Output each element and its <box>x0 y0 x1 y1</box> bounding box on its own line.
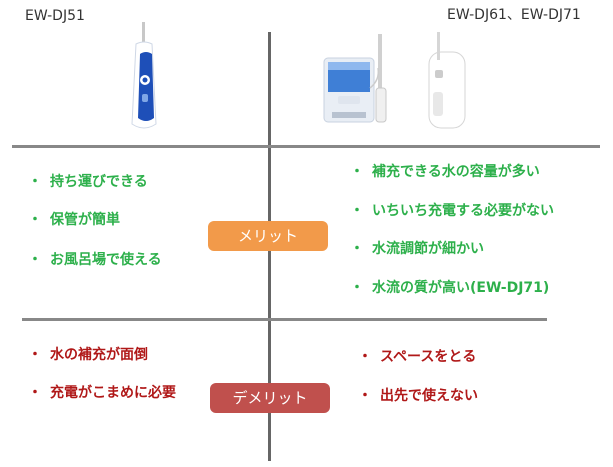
demerit-right-text: スペースをとる <box>380 349 477 365</box>
merit-right-item: ・水流調節が細かい <box>350 238 484 258</box>
bullet: ・ <box>28 385 42 401</box>
merit-left-item: ・お風呂場で使える <box>28 249 162 269</box>
horizontal-divider-top <box>12 145 600 148</box>
merit-right-text: いちいち充電する必要がない <box>372 203 554 219</box>
merit-right-item: ・水流の質が高い(EW-DJ71) <box>350 277 549 297</box>
demerit-left-text: 水の補充が面倒 <box>50 347 148 363</box>
bullet: ・ <box>350 280 364 296</box>
bullet: ・ <box>358 388 372 404</box>
merit-left-item: ・保管が簡単 <box>28 209 120 229</box>
demerit-right-text: 出先で使えない <box>380 388 478 404</box>
model-label-left: EW-DJ51 <box>25 8 85 24</box>
demerit-right-item: ・出先で使えない <box>358 385 478 405</box>
demerit-left-item: ・水の補充が面倒 <box>28 344 148 364</box>
stationary-irrigator-image <box>323 34 387 123</box>
merit-right-text: 水流調節が細かい <box>372 241 484 257</box>
bullet: ・ <box>28 212 42 228</box>
demerit-badge: デメリット <box>210 383 330 413</box>
merit-left-text: 保管が簡単 <box>50 212 120 228</box>
bullet: ・ <box>350 241 364 257</box>
merit-left-text: お風呂場で使える <box>50 252 162 268</box>
bullet: ・ <box>358 349 372 365</box>
handheld-irrigator-image <box>131 22 157 129</box>
bullet: ・ <box>28 347 42 363</box>
merit-right-text: 水流の質が高い(EW-DJ71) <box>372 280 550 296</box>
demerit-right-item: ・スペースをとる <box>358 346 476 366</box>
bullet: ・ <box>350 203 364 219</box>
demerit-left-text: 充電がこまめに必要 <box>50 385 176 401</box>
merit-right-item: ・いちいち充電する必要がない <box>350 200 554 220</box>
merit-right-text: 補充できる水の容量が多い <box>372 164 540 180</box>
bullet: ・ <box>28 174 42 190</box>
bullet: ・ <box>28 252 42 268</box>
cylinder-irrigator-image <box>428 32 466 129</box>
horizontal-divider-bottom <box>22 318 547 321</box>
merit-left-text: 持ち運びできる <box>50 174 148 190</box>
merit-right-item: ・補充できる水の容量が多い <box>350 161 540 181</box>
merit-left-item: ・持ち運びできる <box>28 171 148 191</box>
bullet: ・ <box>350 164 364 180</box>
merit-badge: メリット <box>208 221 328 251</box>
demerit-left-item: ・充電がこまめに必要 <box>28 382 176 402</box>
model-label-right: EW-DJ61、EW-DJ71 <box>447 7 581 23</box>
